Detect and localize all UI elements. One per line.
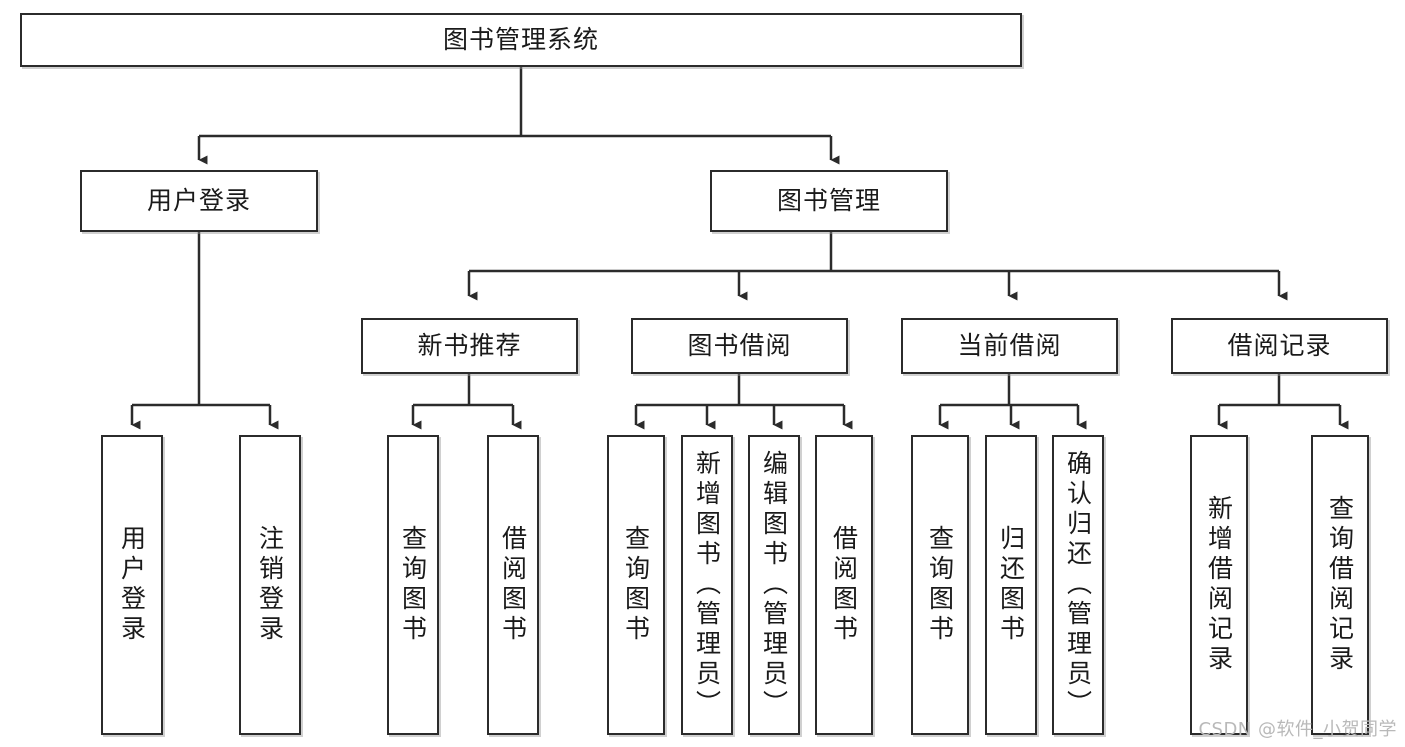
node-user-login-label: 用户登录 [146, 185, 251, 215]
watermark: CSDN @软件_小贺同学 [1198, 719, 1397, 740]
node-book-borrow[interactable]: 图书借阅 [631, 318, 848, 374]
node-book-manage-label: 图书管理 [776, 185, 881, 215]
node-leaf-confirm-return-label: 确认归还（管理员） [1063, 450, 1093, 720]
node-leaf-return-book[interactable]: 归还图书 [985, 435, 1037, 735]
node-leaf-edit-book[interactable]: 编辑图书（管理员） [748, 435, 800, 735]
node-new-book-rec-label: 新书推荐 [417, 330, 522, 360]
node-leaf-add-book[interactable]: 新增图书（管理员） [681, 435, 733, 735]
node-borrow-record[interactable]: 借阅记录 [1171, 318, 1388, 374]
node-leaf-logout[interactable]: 注销登录 [239, 435, 301, 735]
node-leaf-query-book-2[interactable]: 查询图书 [607, 435, 665, 735]
node-new-book-rec[interactable]: 新书推荐 [361, 318, 578, 374]
node-borrow-record-label: 借阅记录 [1227, 330, 1332, 360]
node-leaf-query-record-label: 查询借阅记录 [1325, 495, 1355, 675]
node-leaf-confirm-return[interactable]: 确认归还（管理员） [1052, 435, 1104, 735]
node-leaf-borrow-book-2-label: 借阅图书 [829, 525, 859, 645]
node-leaf-logout-label: 注销登录 [255, 525, 285, 645]
node-leaf-query-book-2-label: 查询图书 [621, 525, 651, 645]
node-leaf-borrow-book-2[interactable]: 借阅图书 [815, 435, 873, 735]
node-leaf-borrow-book-1[interactable]: 借阅图书 [487, 435, 539, 735]
node-leaf-query-book-1[interactable]: 查询图书 [387, 435, 439, 735]
node-current-borrow[interactable]: 当前借阅 [901, 318, 1118, 374]
node-leaf-query-book-1-label: 查询图书 [398, 525, 428, 645]
node-current-borrow-label: 当前借阅 [957, 330, 1062, 360]
node-leaf-query-book-3-label: 查询图书 [925, 525, 955, 645]
node-leaf-borrow-book-1-label: 借阅图书 [498, 525, 528, 645]
node-leaf-user-login[interactable]: 用户登录 [101, 435, 163, 735]
node-leaf-return-book-label: 归还图书 [996, 525, 1026, 645]
node-leaf-add-book-label: 新增图书（管理员） [692, 450, 722, 720]
node-leaf-user-login-label: 用户登录 [117, 525, 147, 645]
node-root-label: 图书管理系统 [442, 24, 599, 54]
node-leaf-query-book-3[interactable]: 查询图书 [911, 435, 969, 735]
node-user-login[interactable]: 用户登录 [80, 170, 318, 232]
node-book-manage[interactable]: 图书管理 [710, 170, 948, 232]
node-leaf-query-record[interactable]: 查询借阅记录 [1311, 435, 1369, 735]
node-root[interactable]: 图书管理系统 [20, 13, 1022, 67]
node-leaf-add-record[interactable]: 新增借阅记录 [1190, 435, 1248, 735]
node-leaf-edit-book-label: 编辑图书（管理员） [759, 450, 789, 720]
node-book-borrow-label: 图书借阅 [687, 330, 792, 360]
node-leaf-add-record-label: 新增借阅记录 [1204, 495, 1234, 675]
